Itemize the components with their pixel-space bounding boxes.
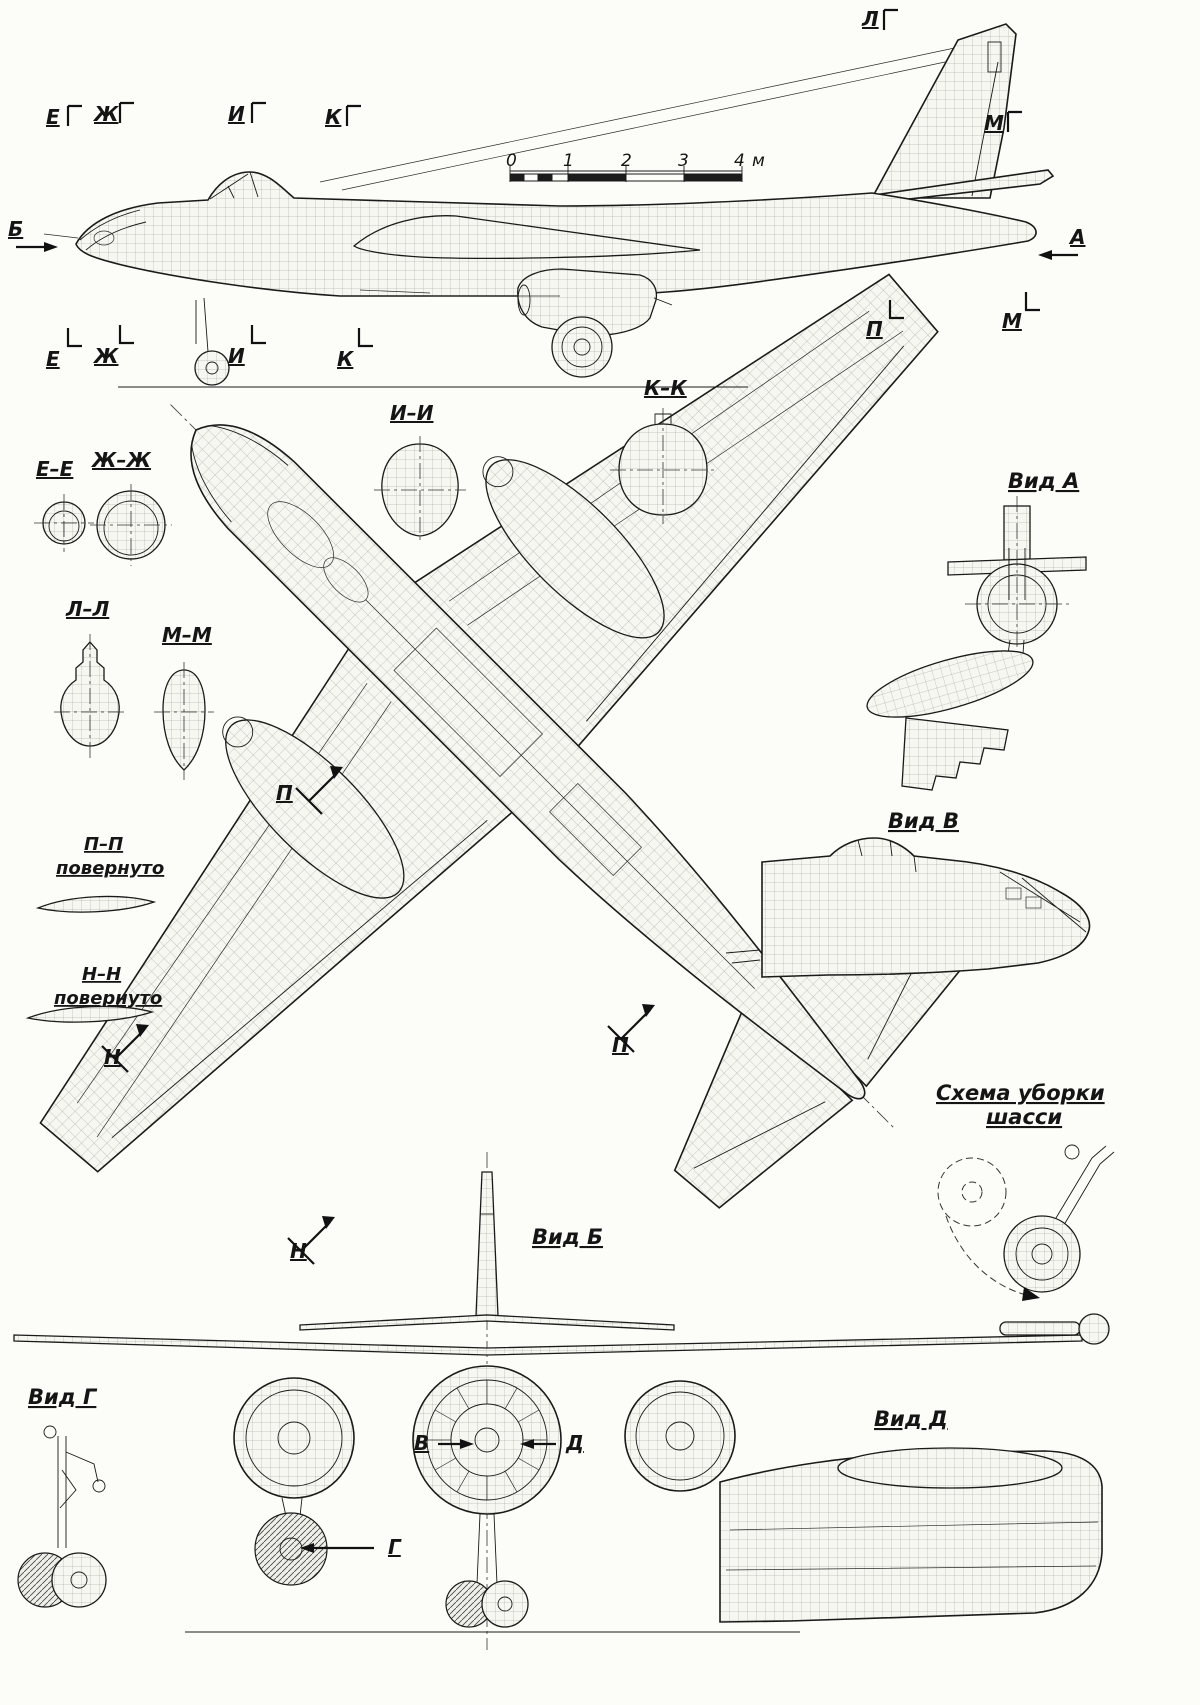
- front-view: Вид Б В Д Г: [13, 1152, 1110, 1650]
- plan-mark-p-lower: П: [612, 1033, 629, 1057]
- section-e-e: Е–Е: [34, 457, 94, 552]
- section-i-i: И–И: [374, 401, 466, 544]
- scale-4: 4: [734, 151, 745, 171]
- section-n-n-note: повернуто: [54, 988, 162, 1009]
- section-n-n-label: Н–Н: [82, 964, 121, 985]
- section-zh-zh-label: Ж–Ж: [90, 448, 151, 472]
- mark-b-left: Б: [8, 217, 23, 241]
- mark-k-top: К: [325, 105, 343, 129]
- cut-letters-top: Е Ж И К Л М Б А: [8, 7, 1085, 260]
- section-zh-zh: Ж–Ж: [90, 448, 172, 566]
- section-e-e-label: Е–Е: [36, 457, 74, 481]
- mark-zh-bottom: Ж: [92, 344, 119, 368]
- section-p-p-note: повернуто: [56, 858, 164, 879]
- scale-unit: м: [752, 151, 765, 171]
- view-g-label: Вид Г: [28, 1385, 98, 1409]
- mark-e-bottom: Е: [46, 347, 60, 371]
- section-k-k: К–К: [610, 376, 716, 524]
- section-m-m: М–М: [154, 623, 214, 780]
- section-i-i-label: И–И: [390, 401, 434, 425]
- gear-retraction-scheme: Схема уборки шасси: [936, 1081, 1115, 1301]
- side-view: [43, 23, 1055, 388]
- view-v-label: Вид В: [888, 809, 959, 833]
- view-v: Вид В: [725, 809, 1091, 978]
- scale-0: 0: [506, 151, 517, 171]
- plan-mark-p-upper: П: [276, 781, 293, 805]
- mark-v-arrow: В: [414, 1431, 429, 1455]
- section-k-k-label: К–К: [644, 376, 688, 400]
- mark-l-top: Л: [861, 7, 879, 31]
- section-l-l: Л–Л: [54, 597, 126, 758]
- view-g-wheel-right: [51, 1552, 107, 1608]
- section-p-p-label: П–П: [84, 834, 123, 855]
- gear-scheme-label-1: Схема уборки: [936, 1081, 1105, 1105]
- scale-1: 1: [563, 151, 574, 171]
- mark-k-bottom: К: [337, 347, 355, 371]
- mark-d-arrow: Д: [565, 1431, 584, 1455]
- mark-a-right: А: [1068, 225, 1085, 249]
- mark-i-bottom: И: [228, 344, 245, 368]
- cut-letters-bottom: Е Ж И К П М: [46, 292, 1040, 371]
- mark-g-arrow: Г: [388, 1535, 402, 1559]
- mark-p-bottom: П: [866, 317, 883, 341]
- mark-m-top: М: [984, 111, 1004, 135]
- view-b-label: Вид Б: [532, 1225, 603, 1249]
- gear-scheme-label-2: шасси: [986, 1105, 1062, 1129]
- view-d: Вид Д: [719, 1407, 1103, 1623]
- mark-zh-top: Ж: [92, 102, 119, 126]
- section-l-l-label: Л–Л: [65, 597, 110, 621]
- view-a: Вид А: [866, 469, 1087, 791]
- section-m-m-label: М–М: [162, 623, 212, 647]
- scale-bar: 0 1 2 3 4 м: [506, 151, 765, 182]
- nose-wheel-right: [481, 1580, 529, 1628]
- section-p-p: П–П повернуто: [35, 834, 164, 913]
- section-n-n: Н–Н повернуто: [25, 964, 162, 1023]
- view-d-label: Вид Д: [874, 1407, 948, 1431]
- mark-m-bottom: М: [1002, 309, 1022, 333]
- view-a-label: Вид А: [1008, 469, 1079, 493]
- scale-3: 3: [678, 151, 689, 171]
- view-g: Вид Г: [17, 1385, 107, 1608]
- mark-e-top: Е: [46, 105, 60, 129]
- scale-2: 2: [621, 151, 632, 171]
- mark-i-top: И: [228, 102, 245, 126]
